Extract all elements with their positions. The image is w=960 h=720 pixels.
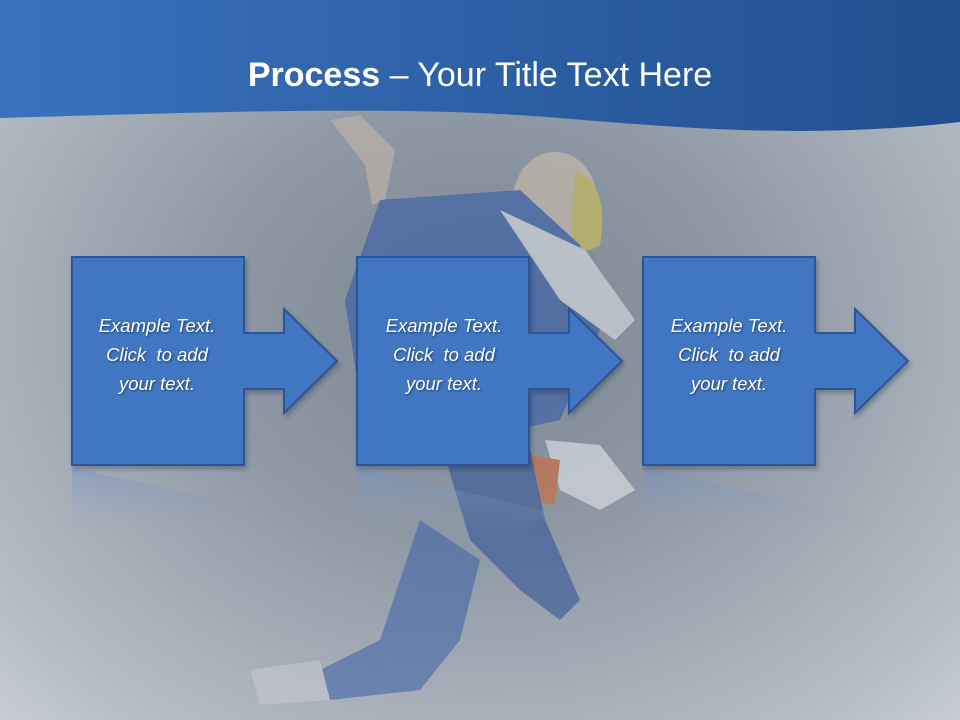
process-step-2[interactable] bbox=[356, 256, 624, 533]
step-1-line-2: Click to add bbox=[106, 344, 208, 365]
step-2-line-2: Click to add bbox=[393, 344, 495, 365]
process-step-3[interactable] bbox=[642, 256, 910, 533]
step-1-text[interactable]: Example Text. Click to add your text. bbox=[71, 311, 243, 398]
step-2-text[interactable]: Example Text. Click to add your text. bbox=[358, 311, 530, 398]
title-bold: Process bbox=[247, 56, 381, 94]
step-1-line-3: your text. bbox=[118, 373, 196, 394]
step-1-line-1: Example Text. bbox=[98, 315, 216, 336]
step-3-text[interactable]: Example Text. Click to add your text. bbox=[643, 311, 815, 398]
step-3-line-3: your text. bbox=[690, 373, 768, 394]
step-3-line-2: Click to add bbox=[678, 344, 780, 365]
process-step-1[interactable] bbox=[71, 256, 339, 533]
step-3-line-1: Example Text. bbox=[670, 315, 788, 336]
header-band bbox=[0, 0, 960, 131]
step-2-line-1: Example Text. bbox=[385, 315, 503, 336]
step-2-line-3: your text. bbox=[405, 373, 483, 394]
page-title[interactable]: Process – Your Title Text Here bbox=[0, 52, 960, 98]
title-rest: – Your Title Text Here bbox=[380, 56, 713, 94]
